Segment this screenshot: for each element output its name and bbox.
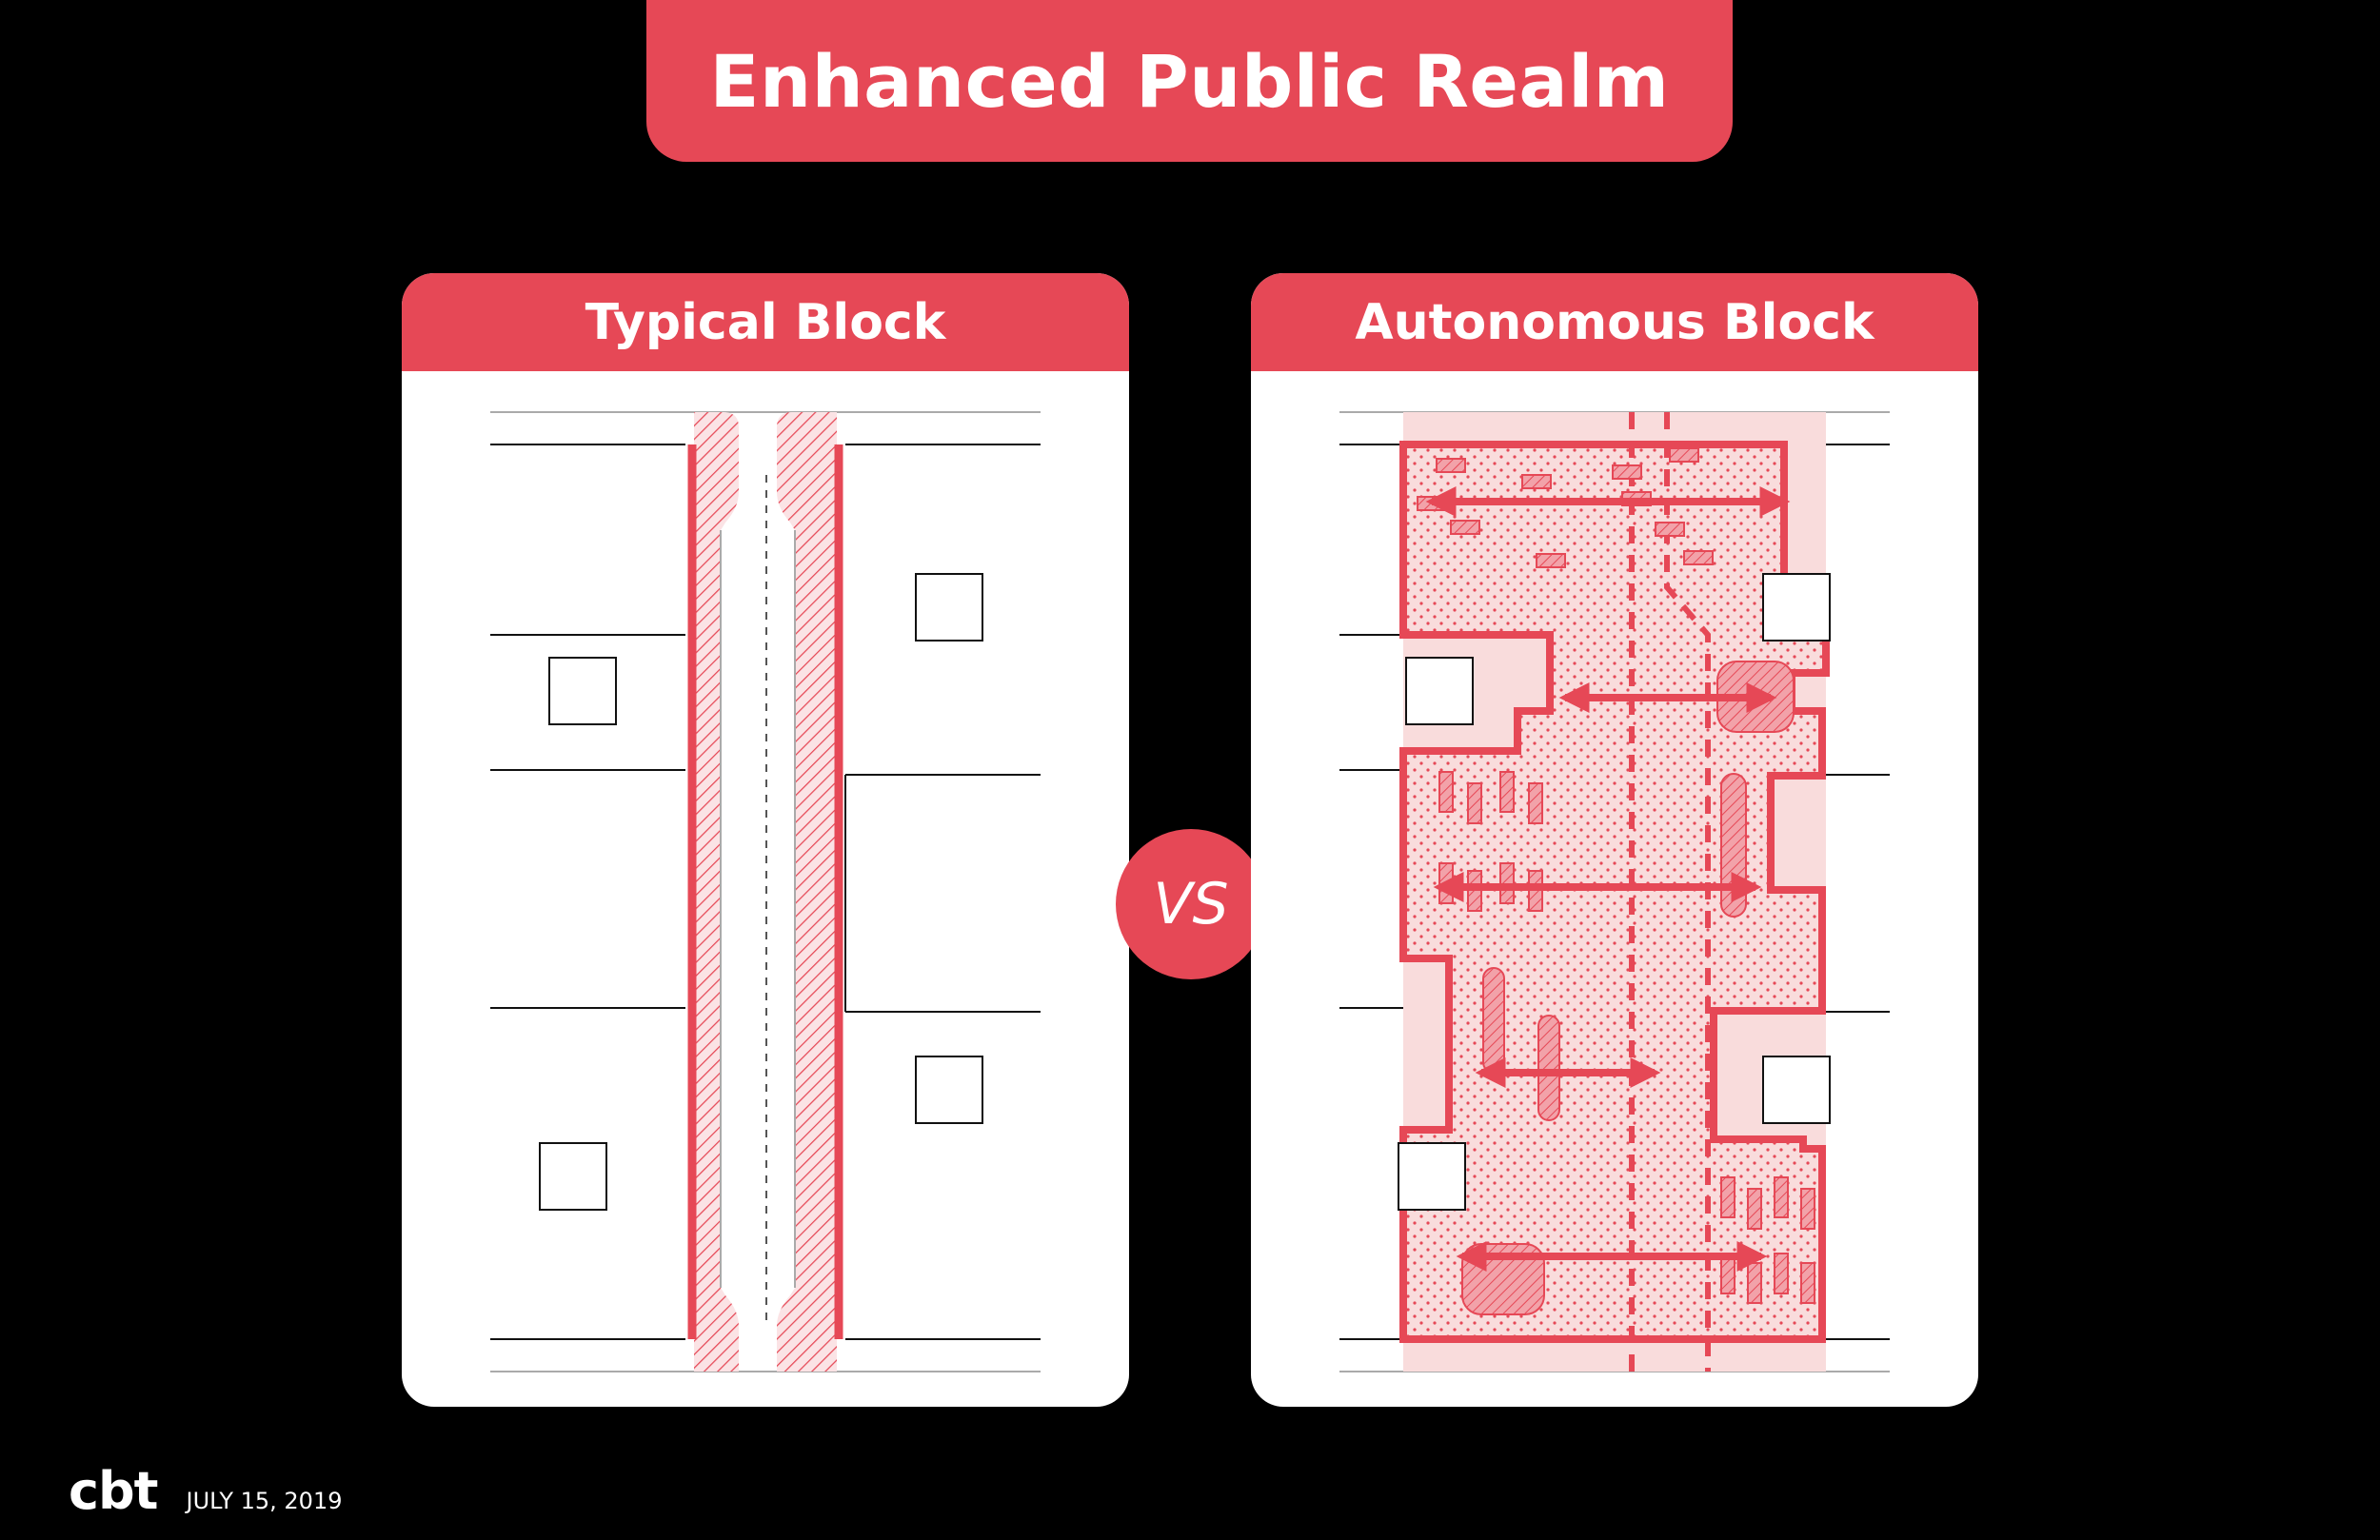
building [1762, 1056, 1831, 1124]
autonomous-block-panel: Autonomous Block [1251, 273, 1978, 1407]
building [539, 1142, 607, 1211]
footer: cbt JULY 15, 2019 [69, 1461, 342, 1521]
building [915, 1056, 983, 1124]
right-sidewalk [777, 412, 837, 1372]
building [548, 657, 617, 725]
left-sidewalk [694, 412, 739, 1372]
building [915, 573, 983, 642]
vs-badge: VS [1116, 829, 1266, 979]
cbt-logo: cbt [69, 1461, 158, 1521]
page-title: Enhanced Public Realm [709, 38, 1670, 124]
title-banner: Enhanced Public Realm [646, 0, 1733, 162]
typical-block-heading: Typical Block [585, 293, 946, 351]
autonomous-block-diagram [1339, 411, 1890, 1372]
autonomous-block-heading: Autonomous Block [1355, 293, 1874, 351]
autonomous-block-header: Autonomous Block [1251, 273, 1978, 371]
typical-block-header: Typical Block [402, 273, 1129, 371]
building [1405, 657, 1474, 725]
parcel-lines [1339, 444, 1890, 1340]
pedestrian-flow-arrows [1425, 486, 1791, 1272]
typical-block-panel: Typical Block [402, 273, 1129, 1407]
footer-date: JULY 15, 2019 [186, 1488, 343, 1514]
building-footprints [539, 573, 983, 1211]
right-parcel-lines [844, 444, 1041, 1340]
typical-block-diagram [490, 411, 1041, 1372]
building-footprints [1398, 573, 1831, 1211]
building [1762, 573, 1831, 642]
vs-label: VS [1153, 871, 1229, 938]
left-parcel-lines [490, 444, 685, 1340]
building [1398, 1142, 1466, 1211]
